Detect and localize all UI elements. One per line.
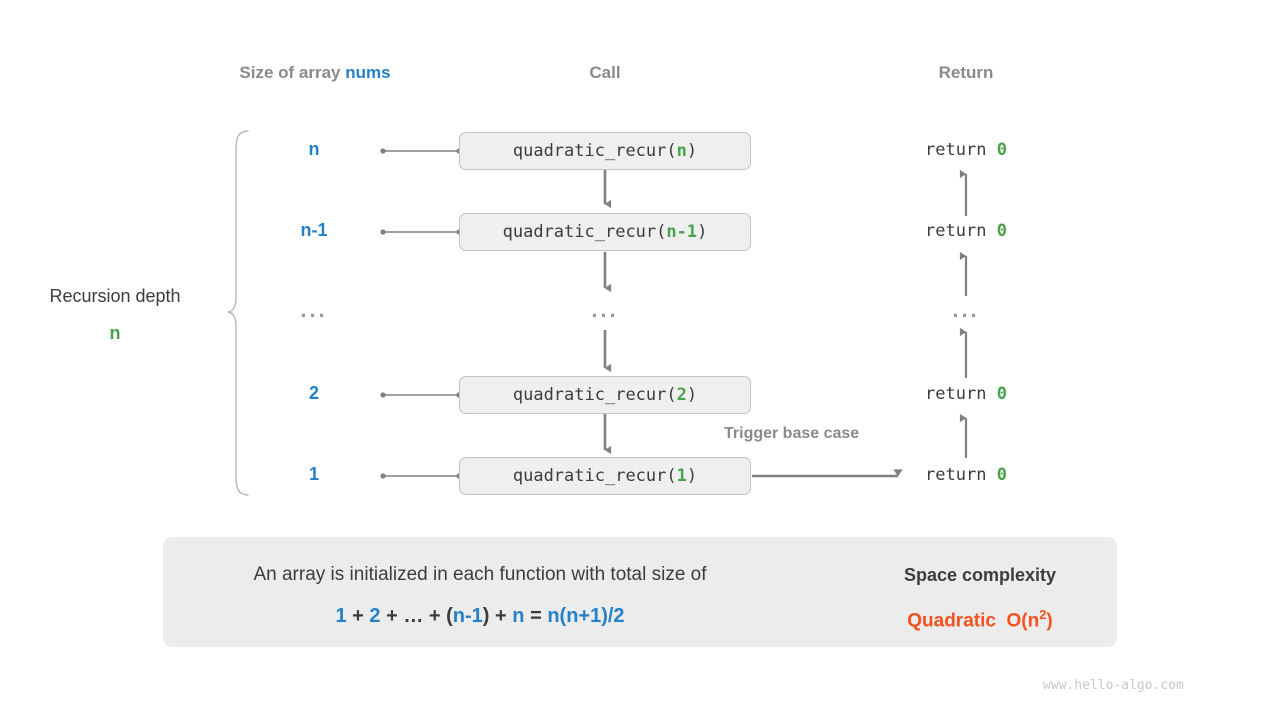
return-label-row-3: return 0 [866,384,1066,404]
call-column-ellipsis: ... [591,297,619,322]
summary-panel [163,537,1117,647]
call-box-row-4-arg: 1 [676,466,687,486]
return-label-row-0: return 0 [866,140,1066,160]
recursion-depth-title: Recursion depth [49,286,181,306]
size-label-row-0: n [308,139,320,159]
call-box-row-4-prefix: quadratic_recur( [512,466,677,486]
call-box-row-3-prefix: quadratic_recur( [512,385,677,405]
watermark: www.hello-algo.com [1043,678,1184,693]
column-header-call: Call [589,63,621,82]
size-connectors [385,150,458,477]
formula-term-5: n [512,605,525,627]
return-label-row-4-value: 0 [996,465,1007,485]
column-header-return: Return [938,63,994,82]
formula-paren-close: ) [482,605,490,627]
summary-description: An array is initialized in each function… [253,564,707,585]
space-complexity-value: Quadratic O(n2) [860,607,1100,632]
column-header-size-highlight: nums [345,63,391,82]
formula-term-2: 2 [369,605,381,627]
call-box-row-3-suffix: ) [686,385,698,405]
formula-op-3: + [428,605,441,627]
call-box-row-4-suffix: ) [686,466,698,486]
formula-ellipsis: … [403,605,424,627]
return-label-row-3-prefix: return [925,384,997,404]
space-complexity-title: Space complexity [903,565,1057,585]
formula-paren-open: ( [446,605,453,627]
return-label-row-4-prefix: return [925,465,997,485]
call-box-row-0-suffix: ) [686,141,698,161]
formula-op-1: + [352,605,364,627]
call-box-row-1-arg: n-1 [666,222,698,242]
summary-formula: 1 + 2 + … + (n-1) + n = n(n+1)/2 [180,605,780,628]
trigger-base-case-label: Trigger base case [724,425,860,442]
call-box-row-3[interactable]: quadratic_recur(2) [459,376,751,414]
size-label-row-2-ellipsis: ... [300,297,328,322]
formula-result: n(n+1)/2 [547,605,625,627]
return-label-row-0-value: 0 [996,140,1007,160]
size-label-row-3: 2 [308,383,319,403]
formula-equals: = [530,605,542,627]
call-box-row-0[interactable]: quadratic_recur(n) [459,132,751,170]
call-box-row-1[interactable]: quadratic_recur(n-1) [459,213,751,251]
call-box-row-0-arg: n [676,141,687,161]
size-label-row-4: 1 [308,464,319,484]
return-label-row-4: return 0 [866,465,1066,485]
column-header-size: Size of array nums [190,63,440,83]
size-connector-dots [380,148,462,479]
return-column-ellipsis: ... [952,297,980,322]
space-complexity-big-o-exponent: 2 [1039,607,1047,622]
size-label-row-1: n-1 [300,220,328,240]
return-label-row-1-prefix: return [925,221,997,241]
call-box-row-4[interactable]: quadratic_recur(1) [459,457,751,495]
return-label-row-0-prefix: return [925,140,997,160]
formula-op-2: + [386,605,398,627]
formula-term-1: 1 [335,605,347,627]
formula-op-4: + [495,605,507,627]
return-label-row-1: return 0 [866,221,1066,241]
call-box-row-0-prefix: quadratic_recur( [512,141,677,161]
call-box-row-1-prefix: quadratic_recur( [502,222,667,242]
formula-term-4: n-1 [452,605,483,627]
call-box-row-3-arg: 2 [676,385,687,405]
recursion-depth-brace [227,130,249,496]
return-label-row-3-value: 0 [996,384,1007,404]
space-complexity-big-o-prefix: O(n [1006,610,1040,632]
recursion-depth-value: n [109,323,121,343]
column-header-size-prefix: Size of array [239,63,346,82]
space-complexity-big-o-suffix: ) [1046,610,1053,632]
call-box-row-1-suffix: ) [697,222,708,242]
return-label-row-1-value: 0 [996,221,1007,241]
space-complexity-name: Quadratic [907,610,996,632]
